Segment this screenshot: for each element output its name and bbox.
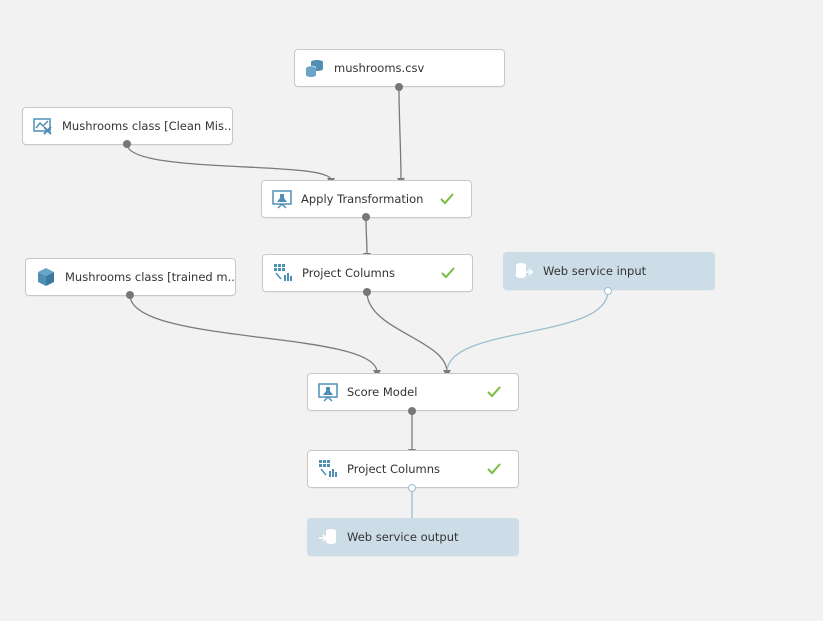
experiment-icon [272, 189, 292, 209]
module-apply-transformation[interactable]: Apply Transformation [261, 180, 472, 218]
project-columns-icon [318, 459, 338, 479]
module-trained-model[interactable]: Mushrooms class [trained m... [25, 258, 236, 296]
module-label: Mushrooms class [Clean Mis... [62, 119, 232, 133]
module-label: Apply Transformation [301, 192, 424, 206]
module-label: Web service output [347, 530, 459, 544]
output-port[interactable] [363, 288, 371, 296]
dataset-icon [305, 58, 325, 78]
output-port[interactable] [408, 484, 416, 492]
module-label: Score Model [347, 385, 418, 399]
module-label: Mushrooms class [trained m... [65, 270, 235, 284]
connector-dataset-to-apply [398, 86, 402, 181]
web-service-input-icon [514, 261, 534, 281]
output-port[interactable] [395, 83, 403, 91]
connector-project-to-score [366, 291, 448, 373]
trained-model-icon [36, 267, 56, 287]
module-clean-missing-transform[interactable]: Mushrooms class [Clean Mis... [22, 107, 233, 145]
completed-check-icon [486, 461, 502, 477]
output-port[interactable] [126, 291, 134, 299]
transform-icon [33, 116, 53, 136]
module-label: Web service input [543, 264, 647, 278]
connector-model-to-score [129, 294, 378, 373]
completed-check-icon [439, 191, 455, 207]
module-label: Project Columns [302, 266, 396, 280]
web-service-output-icon [318, 527, 338, 547]
web-service-input-port[interactable] [604, 287, 612, 295]
module-score-model[interactable]: Score Model [307, 373, 519, 411]
connector-clean-to-apply [126, 143, 332, 181]
module-web-service-output[interactable]: Web service output [307, 518, 519, 556]
module-label: Project Columns [347, 462, 441, 476]
output-port[interactable] [408, 407, 416, 415]
completed-check-icon [440, 265, 456, 281]
completed-check-icon [486, 384, 502, 400]
project-columns-icon [273, 263, 293, 283]
module-project-columns-1[interactable]: Project Columns [262, 254, 473, 292]
module-project-columns-2[interactable]: Project Columns [307, 450, 519, 488]
module-web-service-input[interactable]: Web service input [503, 252, 715, 290]
output-port[interactable] [123, 140, 131, 148]
module-label: mushrooms.csv [334, 61, 425, 75]
module-mushrooms-csv[interactable]: mushrooms.csv [294, 49, 505, 87]
connector-apply-to-project [365, 216, 368, 255]
connector-wsinput-to-score [446, 290, 609, 373]
experiment-icon [318, 382, 338, 402]
output-port[interactable] [362, 213, 370, 221]
